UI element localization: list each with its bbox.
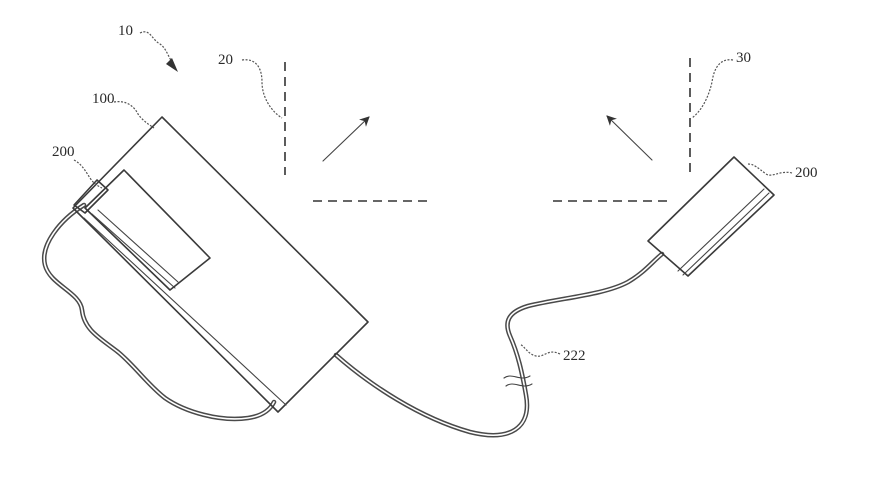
clip-left-edge xyxy=(91,213,176,289)
label-clip-left: 200 xyxy=(52,144,75,160)
label-system: 10 xyxy=(118,23,133,39)
main-device-body xyxy=(72,116,369,413)
cable-left-outer xyxy=(41,202,277,422)
arrowhead-system xyxy=(166,58,178,72)
clip-right-edge xyxy=(677,188,765,272)
leader-main-device xyxy=(113,101,155,129)
cable-left-inner xyxy=(43,204,275,420)
clip-right-body xyxy=(647,156,775,277)
leader-plane-right xyxy=(691,59,734,119)
arrow-right-up xyxy=(606,115,653,161)
leader-plane-left xyxy=(241,59,283,119)
label-clip-right: 200 xyxy=(795,165,818,181)
leader-clip-left xyxy=(73,159,103,189)
label-plane-right: 30 xyxy=(736,50,751,66)
label-cable: 222 xyxy=(563,348,586,364)
clip-left-body xyxy=(84,169,211,291)
main-device: 100 xyxy=(72,91,369,413)
cable-break-upper xyxy=(503,375,531,379)
clip-left-tab xyxy=(73,179,109,214)
clip-left: 200 xyxy=(52,144,211,291)
leader-system xyxy=(139,31,173,63)
plane-left: 20 xyxy=(218,52,430,202)
system-reference: 10 xyxy=(118,23,178,72)
label-plane-left: 20 xyxy=(218,52,233,68)
main-device-edge-line xyxy=(83,217,287,406)
arrow-left-up xyxy=(322,116,370,162)
clip-right: 200 xyxy=(647,156,818,277)
leader-cable xyxy=(519,343,561,357)
label-main-device: 100 xyxy=(92,91,115,107)
plane-right: 30 xyxy=(553,50,751,202)
clip-left-edge-2 xyxy=(97,209,179,283)
cable-left xyxy=(41,202,277,422)
cable-break-lower xyxy=(505,383,533,387)
clip-right-edge-2 xyxy=(682,192,770,276)
cable-right-inner xyxy=(335,253,663,436)
cable-right: 222 xyxy=(333,251,665,438)
leader-clip-right xyxy=(747,163,793,176)
cable-right-outer xyxy=(333,251,665,438)
